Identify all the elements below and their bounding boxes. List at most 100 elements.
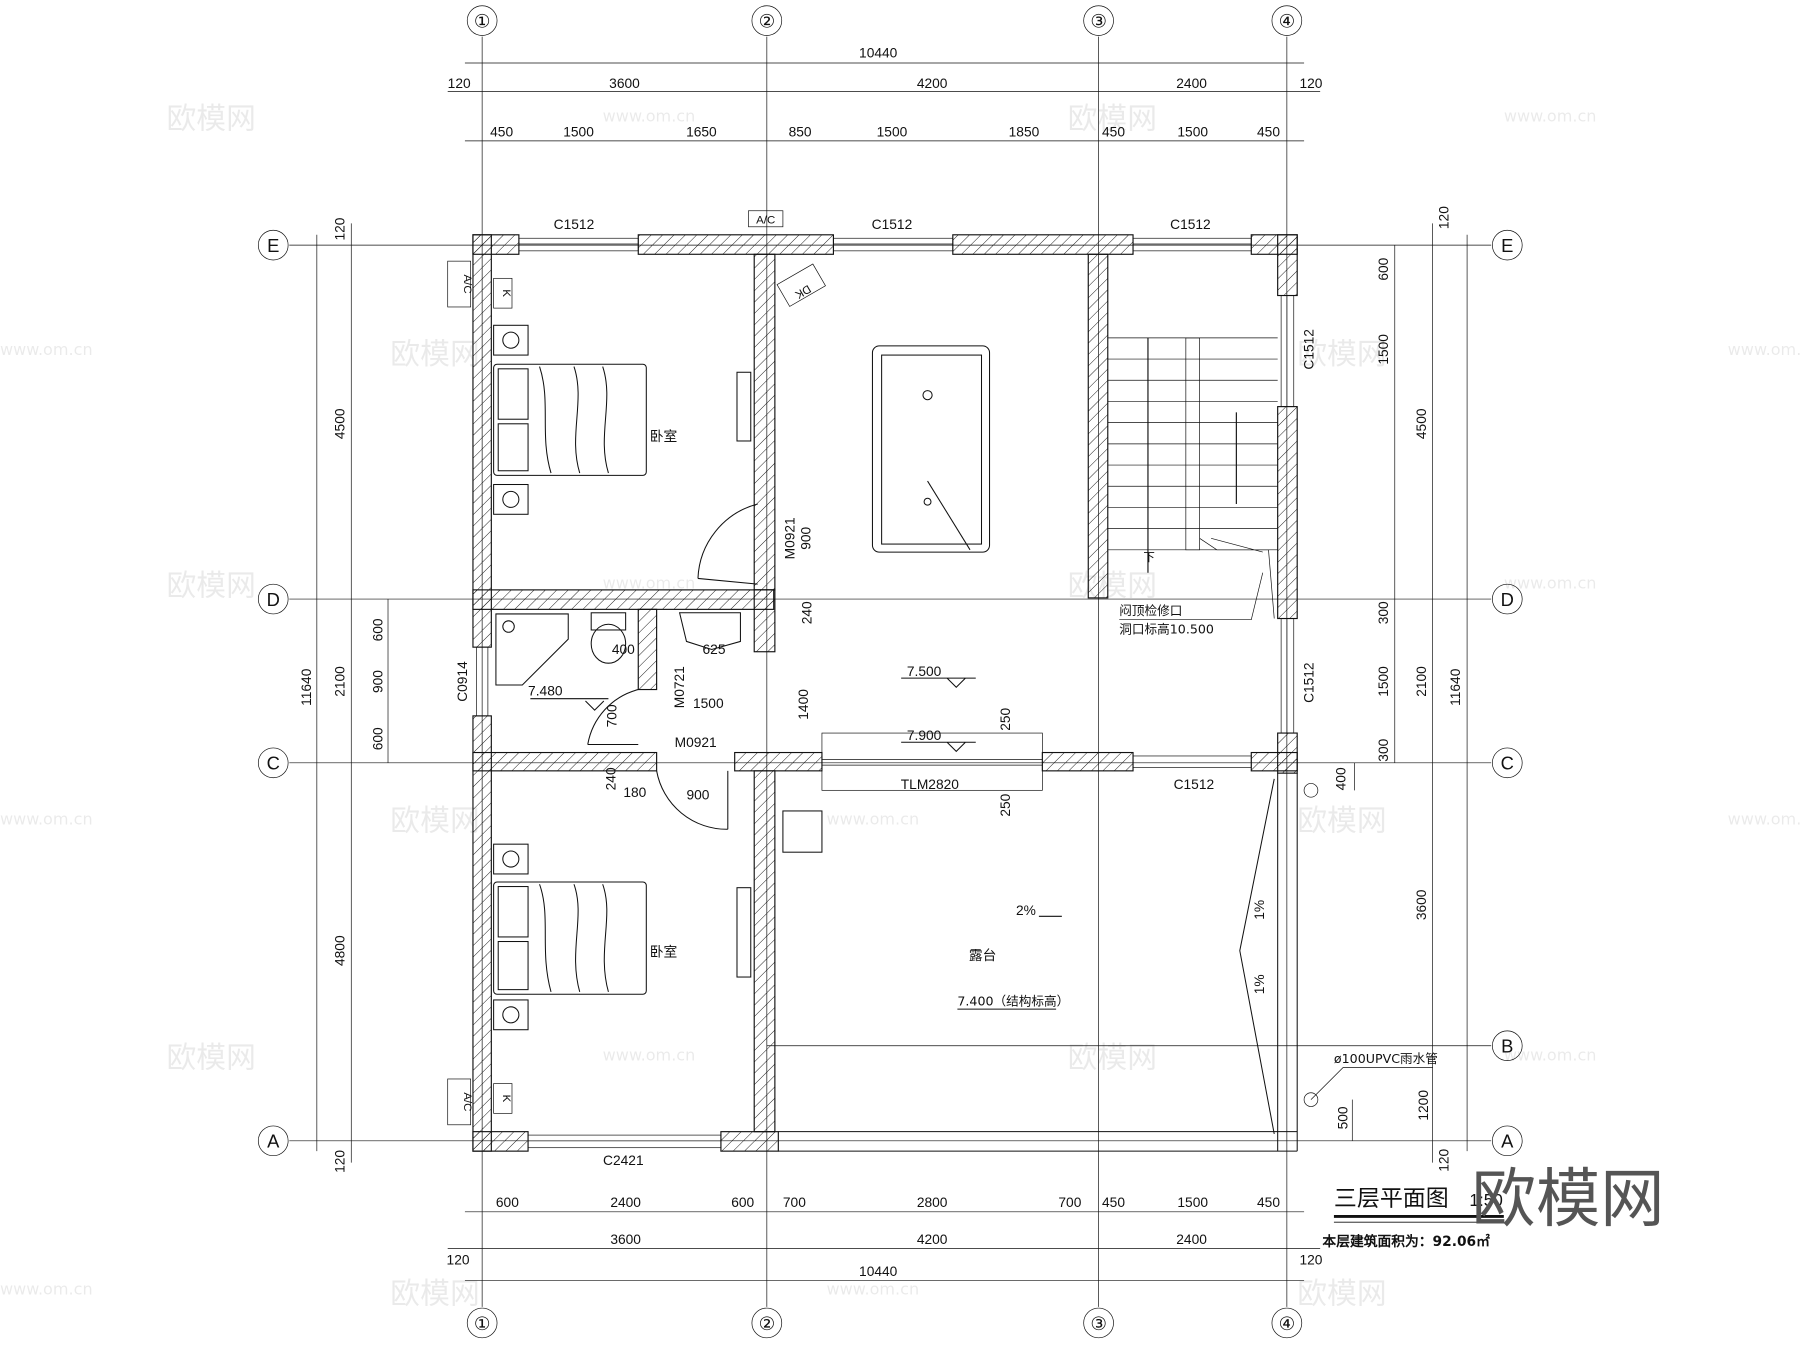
staircase (1107, 337, 1278, 619)
k-label: K (500, 1095, 512, 1103)
axis-label-2: ② (759, 1313, 775, 1334)
watermark-url: www.om.cn (0, 340, 93, 359)
dim-bottom-detail: 700 (1058, 1195, 1081, 1210)
dim-bottom-detail: 2400 (610, 1195, 641, 1210)
axis-label-c: C (267, 753, 280, 774)
dim-right-inner: 300 (1376, 738, 1391, 761)
dim-top-detail: 1850 (1009, 124, 1040, 139)
watermark-url: www.om.cn (827, 1279, 920, 1298)
watermark-logo: 欧模网 (1297, 1277, 1386, 1312)
dim-top-detail: 1500 (563, 124, 594, 139)
dim-interior: 1500 (693, 696, 724, 711)
dim-top-detail: 850 (789, 124, 812, 139)
watermark-url: www.om.cn (1728, 810, 1800, 829)
watermark-url: www.om.cn (1504, 106, 1597, 125)
dim-interior: 250 (998, 708, 1013, 731)
dim-left-inner: 600 (370, 727, 385, 750)
room-label-bedroom: 卧室 (650, 943, 678, 960)
dimension-lines (316, 62, 1468, 1281)
window-label: C2421 (603, 1153, 644, 1168)
ac-label: A/C (756, 214, 775, 226)
dim-right-inner: 600 (1376, 257, 1391, 280)
slope-terrace: 2% (1016, 903, 1036, 918)
elevation-markers (530, 677, 1062, 1010)
door-label: M0921 (675, 735, 717, 750)
dim-bottom-detail: 450 (1257, 1195, 1280, 1210)
watermark-logo: 欧模网 (1297, 337, 1386, 372)
axis-label-1: ① (474, 1313, 490, 1334)
dim-interior: 625 (703, 642, 726, 657)
sliding-door-label: TLM2820 (901, 777, 960, 792)
slope-gutter: 1% (1252, 900, 1267, 920)
dim-interior: 900 (686, 788, 709, 803)
dim-right-inner: 500 (1336, 1106, 1351, 1129)
slope-gutter: 1% (1252, 974, 1267, 994)
dim-left: 4800 (332, 935, 347, 966)
dim-bottom-detail: 600 (496, 1195, 519, 1210)
dim-top-detail: 450 (1257, 124, 1280, 139)
elevation-bath: 7.480 (528, 683, 563, 698)
axis-label-a: A (1501, 1131, 1514, 1152)
door-label: M0721 (672, 666, 687, 708)
dim-interior: 180 (623, 785, 646, 800)
window-label: C1512 (1301, 329, 1316, 369)
watermark-logo: 欧模网 (166, 569, 255, 604)
window-label: C1512 (1174, 777, 1215, 792)
dim-top: 2400 (1176, 76, 1207, 91)
axis-label-c: C (1501, 753, 1514, 774)
dim-right-inner: 1500 (1376, 334, 1391, 365)
elevation-terrace: 7.400（结构标高） (957, 994, 1069, 1009)
dim-top: 4200 (917, 76, 948, 91)
windows (476, 237, 1295, 1149)
dim-top: 120 (448, 76, 471, 91)
axis-label-3: ③ (1090, 11, 1106, 32)
dim-top-detail: 1500 (877, 124, 908, 139)
dim-top-total: 10440 (859, 45, 898, 60)
watermark-url: www.om.cn (603, 1046, 696, 1065)
attic-hatch-level: 洞口标高10.500 (1119, 621, 1214, 636)
dim-top-detail: 450 (490, 124, 513, 139)
dim-interior: 240 (800, 601, 815, 624)
axis-label-b: B (1501, 1036, 1513, 1057)
watermark-logo: 欧模网 (166, 1041, 255, 1076)
dim-right: 4500 (1414, 408, 1429, 439)
watermark-logo-large: 欧模网 (1472, 1162, 1665, 1237)
k-label: K (500, 289, 512, 297)
dim-bottom-detail: 450 (1102, 1195, 1125, 1210)
dim-interior: 240 (603, 767, 618, 790)
drawing-title: 三层平面图 (1334, 1186, 1449, 1212)
window-label: C1512 (872, 217, 913, 232)
dim-interior: 1400 (796, 689, 811, 720)
drawing-scale: 1:50 (1469, 1190, 1502, 1210)
elevation-hall: 7.500 (907, 664, 942, 679)
dim-bottom-total: 10440 (859, 1264, 898, 1279)
bed-bottom (493, 843, 752, 1031)
dim-bottom: 2400 (1176, 1232, 1207, 1247)
dim-left: 120 (332, 1150, 347, 1173)
axis-label-4: ④ (1279, 11, 1295, 32)
dim-interior: 700 (604, 704, 619, 727)
dim-left: 2100 (332, 666, 347, 697)
watermark-url: www.om.cn (603, 106, 696, 125)
dim-right: 2100 (1414, 666, 1429, 697)
attic-hatch-note: 闷顶检修口 (1119, 603, 1182, 618)
dim-right: 3600 (1414, 889, 1429, 920)
watermarks: 欧模网 欧模网 欧模网 欧模网 欧模网 欧模网 欧模网 欧模网 欧模网 欧模网 … (0, 101, 1800, 1311)
axis-label-d: D (267, 589, 280, 610)
title-block: 三层平面图 1:50 本层建筑面积为：92.06㎡ 欧模网 (1322, 1162, 1664, 1250)
dim-top: 120 (1299, 76, 1322, 91)
dim-left: 4500 (332, 408, 347, 439)
dim-right: 120 (1437, 1148, 1452, 1171)
dim-bottom-detail: 1500 (1177, 1195, 1208, 1210)
watermark-url: www.om.cn (1728, 340, 1800, 359)
axis-label-e: E (267, 235, 279, 256)
axis-label-2: ② (759, 11, 775, 32)
ac-label: A/C (461, 275, 473, 294)
dim-left-inner: 600 (370, 618, 385, 641)
watermark-url: www.om.cn (1504, 1046, 1597, 1065)
billiard-table (871, 345, 991, 553)
axis-label-3: ③ (1090, 1313, 1106, 1334)
dim-bottom: 120 (1299, 1253, 1322, 1268)
dim-bottom-detail: 2800 (917, 1195, 948, 1210)
